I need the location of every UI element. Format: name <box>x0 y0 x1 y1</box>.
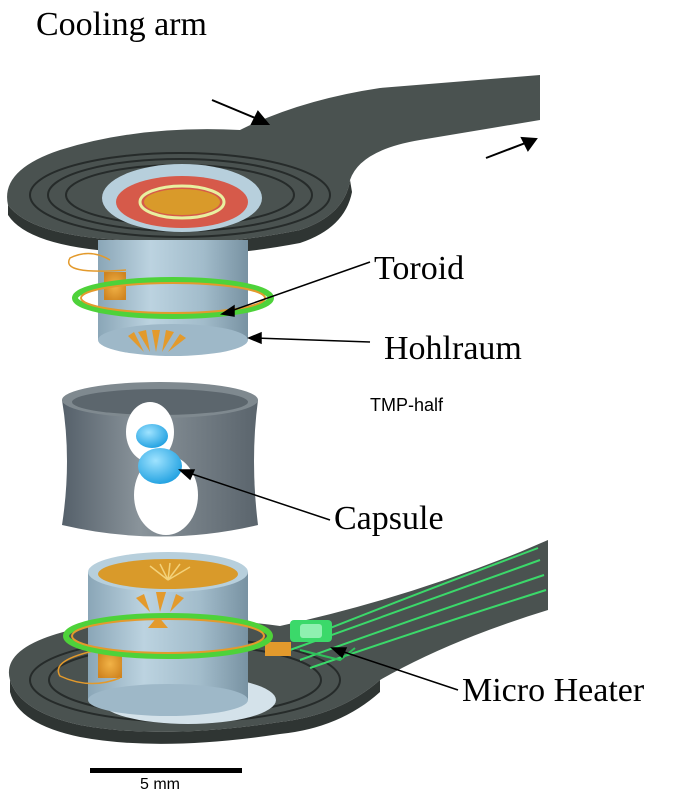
cooling-arm-label: Cooling arm <box>36 6 207 43</box>
lower-hohlraum-cylinder <box>88 572 248 700</box>
micro-heater-leader <box>337 649 459 691</box>
top-hohlraum-ring <box>138 184 226 220</box>
lower-toroid-ring <box>63 613 273 659</box>
leader-lines <box>178 261 459 691</box>
flow-arrow-in-head <box>250 110 271 125</box>
lower-heater-wire <box>57 649 121 685</box>
capsule-label: Capsule <box>334 500 444 537</box>
upper-hohlraum-bottom <box>98 324 248 356</box>
hohlraum-leader <box>254 337 371 343</box>
lower-hohlraum-bottom <box>88 684 248 716</box>
flow-arrow-out <box>485 141 529 159</box>
upper-hohlraum-half <box>67 240 274 356</box>
tmp-half-label: TMP-half <box>370 395 444 415</box>
scale-bar-label: 5 mm <box>140 776 180 793</box>
capsule-lower <box>138 448 182 484</box>
toroid-leader <box>227 261 371 313</box>
scale-bar <box>90 768 242 773</box>
tmp-shell-top-inner <box>72 389 248 415</box>
lower-fan-pattern <box>136 592 184 628</box>
upper-toroid-ring-inner <box>80 282 266 314</box>
upper-heater-wire <box>67 252 127 272</box>
hohlraum-label: Hohlraum <box>384 330 522 367</box>
upper-fan-pattern <box>128 330 186 352</box>
upper-toroid-ring <box>72 277 274 319</box>
lower-toroid-ring-inner <box>71 618 265 654</box>
lower-hohlraum-half <box>57 552 276 724</box>
tmp-half-shell <box>62 382 258 537</box>
lower-radial-pattern <box>149 562 191 581</box>
top-cooling-arm <box>7 75 540 256</box>
micro-heater-element <box>265 620 356 662</box>
top-arm-edge <box>8 180 352 256</box>
toroid-label: Toroid <box>374 250 465 287</box>
scale-bar-line <box>90 768 242 773</box>
micro-heater-label: Micro Heater <box>462 672 645 709</box>
flow-arrows <box>211 99 538 159</box>
lower-arm-edge <box>10 680 380 744</box>
flow-arrow-out-head <box>520 136 538 152</box>
flow-arrow-in <box>211 99 261 121</box>
top-hohlraum-opening <box>144 189 220 215</box>
top-arm-body <box>7 75 540 244</box>
capsule-leader <box>185 471 331 521</box>
capsule-upper <box>136 424 168 448</box>
